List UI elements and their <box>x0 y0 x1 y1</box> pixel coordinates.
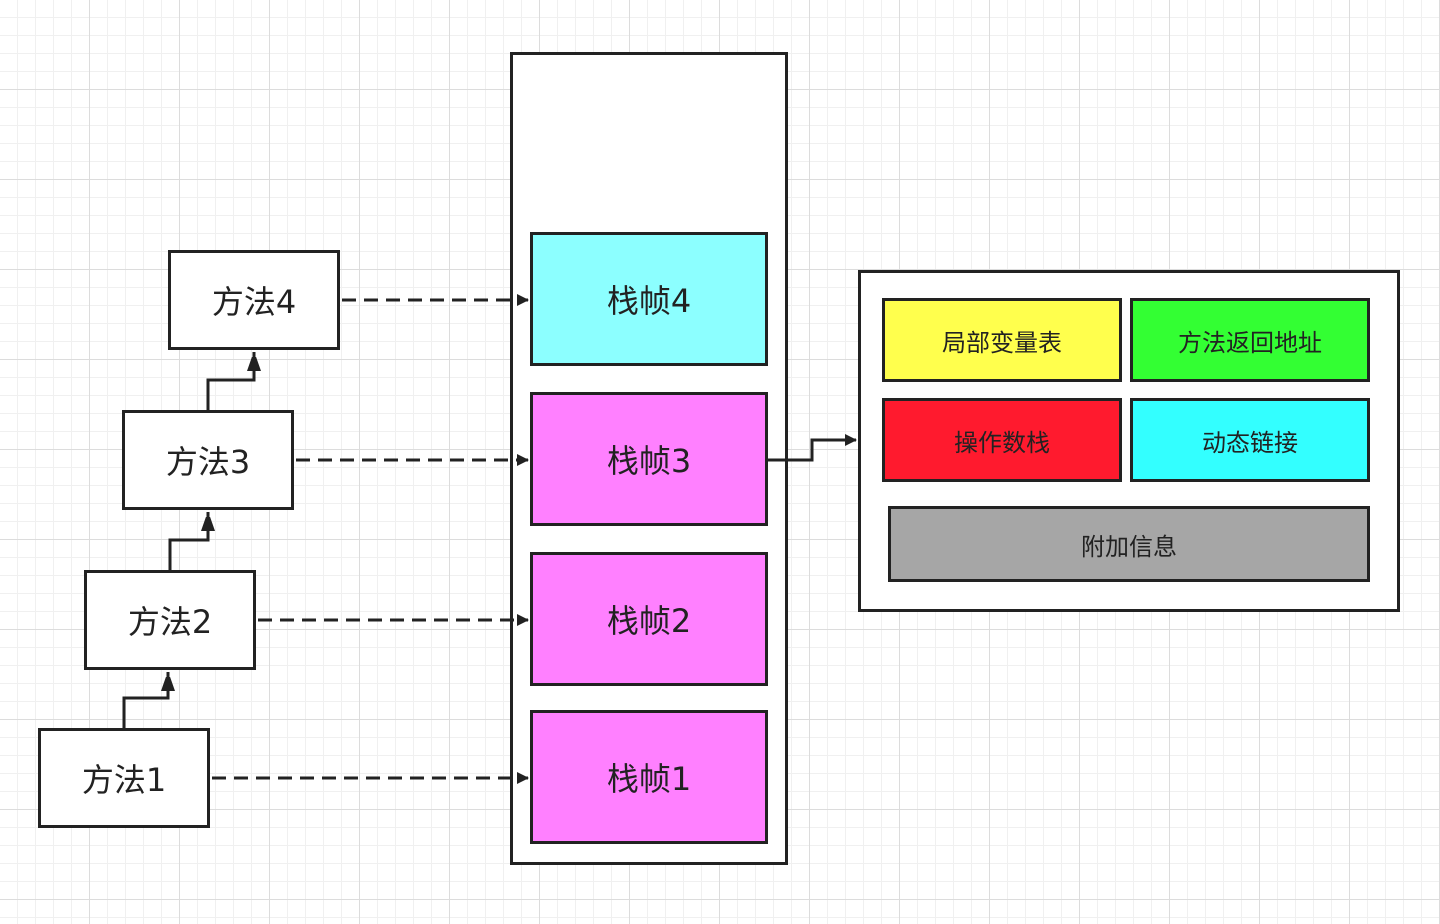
method-return-address: 方法返回地址 <box>1130 298 1370 382</box>
stack-frame-1-label: 栈帧1 <box>606 760 692 798</box>
method-2-label: 方法2 <box>127 603 213 641</box>
method-box-4: 方法4 <box>168 250 340 350</box>
call-arrow-1-to-2 <box>122 672 168 728</box>
stack-frame-4: 栈帧4 <box>530 232 768 366</box>
method-3-label: 方法3 <box>165 443 251 481</box>
method-box-2: 方法2 <box>84 570 256 670</box>
operand-stack-label: 操作数栈 <box>954 428 1050 457</box>
stack-frame-2-label: 栈帧2 <box>606 602 692 640</box>
stack-frame-3-label: 栈帧3 <box>606 442 692 480</box>
stack-frame-3: 栈帧3 <box>530 392 768 526</box>
stack-frame-2: 栈帧2 <box>530 552 768 686</box>
call-arrow-2-to-3 <box>168 512 208 570</box>
local-variable-table-label: 局部变量表 <box>942 328 1062 357</box>
additional-info: 附加信息 <box>888 506 1370 582</box>
local-variable-table: 局部变量表 <box>882 298 1122 382</box>
method-return-address-label: 方法返回地址 <box>1178 328 1322 357</box>
additional-info-label: 附加信息 <box>1081 532 1177 561</box>
method-box-1: 方法1 <box>38 728 210 828</box>
call-arrow-3-to-4 <box>206 352 254 410</box>
method-4-label: 方法4 <box>211 283 297 321</box>
stack-frame-1: 栈帧1 <box>530 710 768 844</box>
method-1-label: 方法1 <box>81 761 167 799</box>
dynamic-linking-label: 动态链接 <box>1202 428 1298 457</box>
method-box-3: 方法3 <box>122 410 294 510</box>
dynamic-linking: 动态链接 <box>1130 398 1370 482</box>
operand-stack: 操作数栈 <box>882 398 1122 482</box>
stack-frame-4-label: 栈帧4 <box>606 282 692 320</box>
